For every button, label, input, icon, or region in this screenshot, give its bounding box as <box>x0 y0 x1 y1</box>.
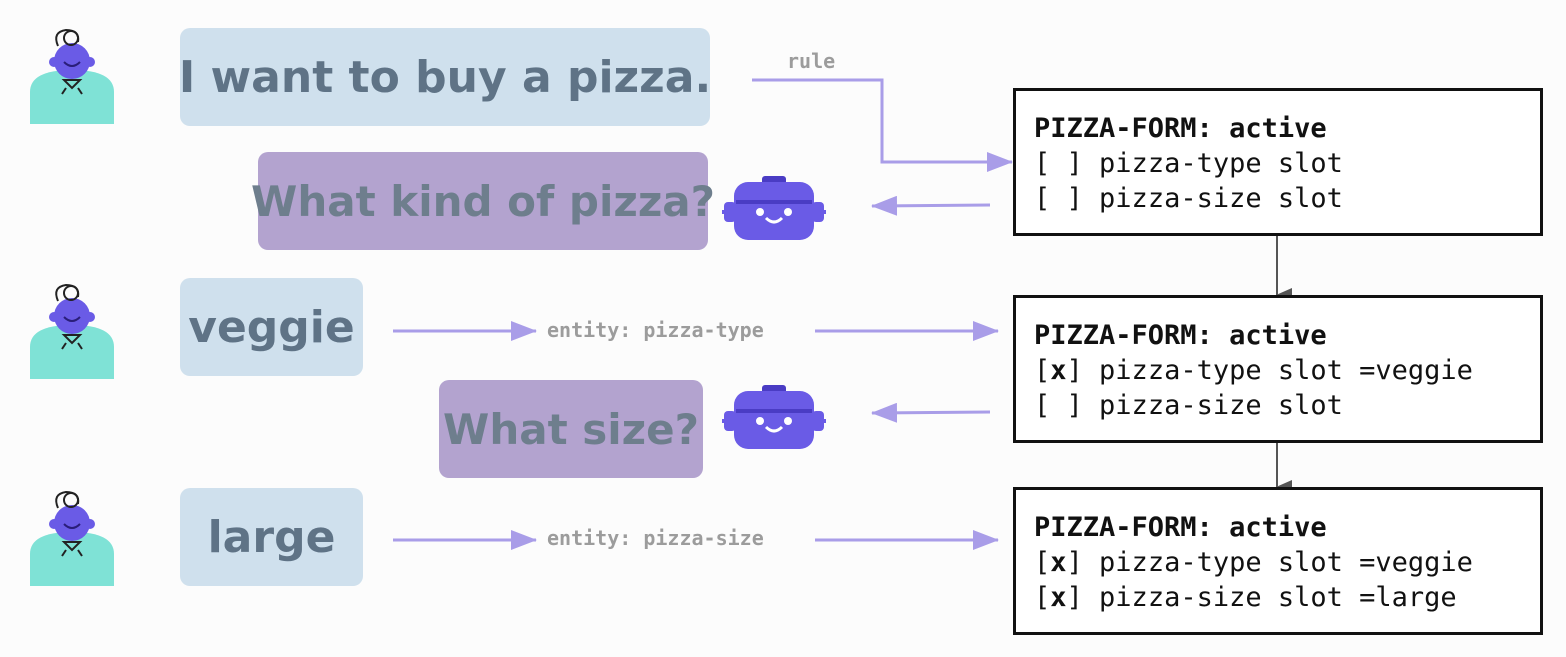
rule-arrow <box>752 78 1013 172</box>
slot-text: pizza-size slot <box>1099 390 1343 421</box>
slot-row: [x] pizza-size slot =large <box>1034 582 1457 613</box>
form-state-box: PIZZA-FORM: active [x] pizza-type slot =… <box>1013 487 1543 635</box>
bot-reply-arrow-1 <box>871 195 991 216</box>
form-state-box: PIZZA-FORM: active [ ] pizza-type slot [… <box>1013 88 1543 236</box>
user-avatar-icon <box>22 24 122 128</box>
slot-checkbox <box>1050 183 1066 214</box>
slot-text: pizza-type slot <box>1099 148 1343 179</box>
slot-checkbox <box>1050 390 1066 421</box>
user-message-bubble: veggie <box>180 278 363 376</box>
rule-label: rule <box>783 49 840 73</box>
robot-icon <box>722 174 826 244</box>
form-title: PIZZA-FORM: active <box>1034 320 1327 351</box>
form-state-box: PIZZA-FORM: active [x] pizza-type slot =… <box>1013 295 1543 443</box>
slot-row: [x] pizza-type slot =veggie <box>1034 355 1473 386</box>
slot-text: pizza-size slot <box>1099 183 1343 214</box>
slot-checkbox: x <box>1050 547 1067 578</box>
user-message-bubble: I want to buy a pizza. <box>179 28 711 126</box>
slot-row: [ ] pizza-size slot <box>1034 390 1343 421</box>
bot-message-bubble: What size? <box>439 380 703 478</box>
slot-row: [ ] pizza-type slot <box>1034 148 1343 179</box>
robot-icon <box>722 383 826 453</box>
entity-label-pizza-size: entity: pizza-size <box>543 526 768 550</box>
slot-row: [x] pizza-type slot =veggie <box>1034 547 1473 578</box>
user-avatar-icon <box>22 486 122 590</box>
slot-text: pizza-size slot =large <box>1099 582 1457 613</box>
slot-checkbox <box>1050 148 1066 179</box>
bot-reply-arrow-2 <box>871 402 991 423</box>
entity-label-pizza-type: entity: pizza-type <box>543 318 768 342</box>
form-title: PIZZA-FORM: active <box>1034 512 1327 543</box>
slot-checkbox: x <box>1050 582 1067 613</box>
slot-text: pizza-type slot =veggie <box>1099 355 1473 386</box>
form-title: PIZZA-FORM: active <box>1034 113 1327 144</box>
slot-checkbox: x <box>1050 355 1067 386</box>
user-message-bubble: large <box>180 488 363 586</box>
user-avatar-icon <box>22 279 122 383</box>
slot-text: pizza-type slot =veggie <box>1099 547 1473 578</box>
slot-row: [ ] pizza-size slot <box>1034 183 1343 214</box>
bot-message-bubble: What kind of pizza? <box>251 152 715 250</box>
